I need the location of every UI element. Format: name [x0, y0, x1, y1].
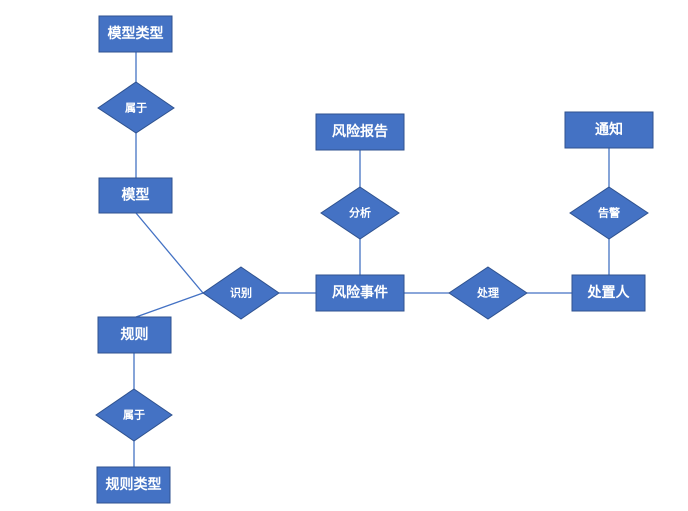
entity-risk-event-label: 风险事件 — [332, 284, 388, 301]
relation-belongs-bottom: 属于 — [95, 388, 173, 442]
relation-belongs-top-label: 属于 — [125, 102, 147, 115]
entity-handler-label: 处置人 — [587, 284, 631, 301]
relation-alert-label: 告警 — [598, 206, 620, 220]
entity-risk-report: 风险报告 — [315, 113, 405, 151]
entity-risk-report-label: 风险报告 — [332, 123, 388, 140]
entity-model-type-label: 模型类型 — [108, 25, 164, 42]
relation-identify-label: 识别 — [230, 286, 252, 300]
entity-rule-type-label: 规则类型 — [106, 476, 162, 493]
edge-rule-identify — [135, 292, 204, 318]
entity-rule-label: 规则 — [121, 326, 149, 343]
relation-identify: 识别 — [202, 266, 280, 320]
relation-analyze: 分析 — [320, 186, 400, 240]
relation-handle: 处理 — [448, 266, 528, 320]
entity-notice: 通知 — [564, 111, 654, 149]
entity-rule-type: 规则类型 — [96, 466, 171, 504]
entity-handler: 处置人 — [571, 274, 646, 312]
relation-analyze-label: 分析 — [349, 206, 371, 220]
edge-model-identify — [135, 212, 204, 294]
relation-alert: 告警 — [569, 186, 649, 240]
relation-belongs-bottom-label: 属于 — [123, 409, 145, 422]
relation-handle-label: 处理 — [476, 286, 499, 300]
entity-risk-event: 风险事件 — [315, 274, 405, 312]
relation-belongs-top: 属于 — [97, 81, 175, 134]
connectors — [133, 52, 610, 467]
entity-rule: 规则 — [97, 316, 172, 354]
entity-model-type: 模型类型 — [98, 15, 173, 53]
entity-model-label: 模型 — [122, 187, 150, 204]
entity-notice-label: 通知 — [595, 121, 623, 138]
entity-model: 模型 — [98, 177, 173, 214]
